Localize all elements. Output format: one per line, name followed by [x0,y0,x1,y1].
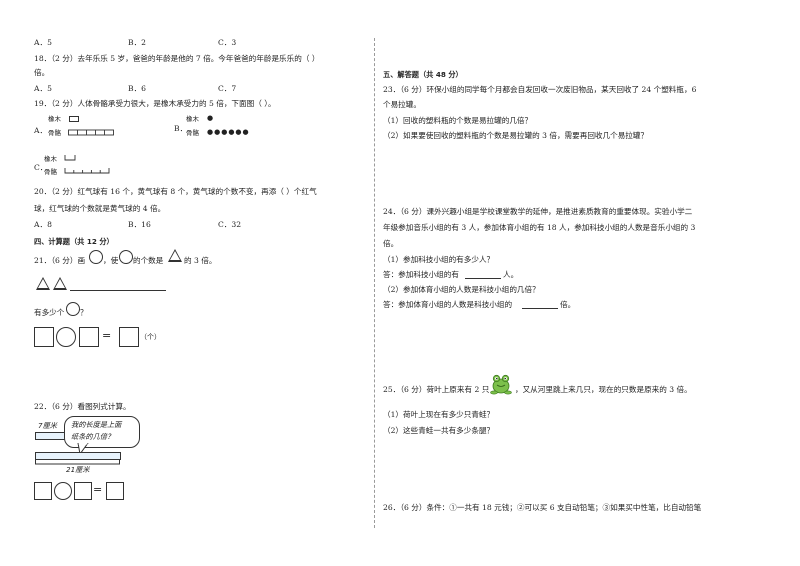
q19-b-bone-label: 骨骼 [186,129,199,137]
q20-line2: 球，红气球的个数就是黄气球的 4 倍。 [34,204,166,213]
q24-line3: 倍。 [383,239,399,248]
q18-option-a: A．5 [34,84,52,93]
q24-answer2-post: 倍。 [560,300,576,309]
q23-sub1: （1）回收的塑料瓶的个数是易拉罐的几倍？ [383,116,533,125]
q21-text-post: 的个数是 [133,256,164,265]
q19-c-bone-bracket [64,168,110,174]
q25-sub1: （1）荷叶上现在有多少只青蛙？ [383,410,495,419]
q26-line1: 26．（6 分）条件：①一共有 18 元钱；②可以买 6 支自动铅笔；③如果买中… [383,503,702,512]
q24-answer1-post: 人。 [503,270,519,279]
column-divider [374,38,375,528]
q20-line1: 20．（2 分）红气球有 16 个，黄气球有 8 个，黄气球的个数不变，再添（ … [34,187,317,196]
q19-c-oak-label: 橡木 [44,155,57,163]
q22-bubble-line2: 纸条的几倍？ [71,432,115,441]
q19-b-oak-dot: ● [207,114,214,122]
q20-option-c: C．32 [218,220,242,229]
q19-a-bone-boxes [68,129,114,136]
q21-result-box[interactable] [119,327,139,347]
q18-line1: 18．（2 分）去年乐乐 5 岁，爸爸的年龄是他的 7 倍。今年爸爸的年龄是乐乐… [34,54,320,63]
q19-a-oak-box [69,116,79,122]
q22-bubble-line1: 我的长度是上面 [71,420,122,429]
q23-sub2: （2）如果要使回收的塑料瓶的个数是易拉罐的 3 倍，需要再回收几个易拉罐？ [383,131,649,140]
q25-text-pre: 25．（6 分）荷叶上原来有 2 只 [383,385,490,394]
q19-option-b-label: B． [174,124,188,133]
q21-ask-circle-icon [66,302,80,316]
q21-triangle-icon [168,249,182,262]
q22-top-length: 7厘米 [38,421,57,430]
q17-option-a: A．5 [34,38,52,47]
q21-answer-box-2[interactable] [79,327,99,347]
q22-bubble-tail [77,443,89,455]
q21-text-pre: 21．（6 分）画 [34,256,86,265]
q21-text-mid: ，使 [103,256,119,265]
q24-answer2-blank[interactable] [522,308,558,309]
q22-result-box[interactable] [106,482,124,500]
q19-line1: 19．（2 分）人体骨骼承受力很大，是橡木承受力的 5 倍，下面图（ ）。 [34,99,276,108]
q21-unit: （个） [140,333,161,341]
q25-text-post: ，又从河里跳上来几只，现在的只数是原来的 3 倍。 [515,385,692,394]
q21-text-end: 的 3 倍。 [184,256,217,265]
q18-option-c: C．7 [218,84,237,93]
q24-answer1-pre: 答：参加科技小组的有 [383,270,459,279]
section-5-heading: 五、解答题（共 48 分） [383,70,463,79]
q21-given-triangle-1 [36,277,50,290]
q24-sub1: （1）参加科技小组的有多少人？ [383,255,495,264]
q22-speech-bubble [64,416,140,448]
q25-sub2: （2）这些青蛙一共有多少条腿？ [383,426,495,435]
q17-option-c: C．3 [218,38,237,47]
q22-bottom-length: 21厘米 [66,465,90,474]
q19-b-bone-dots: ●●●●●● [207,128,250,136]
q21-circle-icon [89,250,103,264]
q21-ask: 有多少个 [34,308,65,317]
q22-answer-box-1[interactable] [34,482,52,500]
q22-line1: 22．（6 分）看图列式计算。 [34,402,131,411]
q24-line1: 24．（6 分）课外兴趣小组是学校课堂教学的延伸，是推进素质教育的重要体现。实验… [383,207,693,216]
q17-option-b: B．2 [128,38,147,47]
q21-operator-circle[interactable] [56,327,76,347]
q19-c-oak-bracket [64,155,76,161]
q21-given-triangle-2 [53,277,67,290]
q21-circle-icon-2 [119,250,133,264]
q23-line2: 个易拉罐。 [383,100,421,109]
q24-line2: 年级参加音乐小组的有 3 人，参加体育小组的有 18 人，参加科技小组的人数是音… [383,223,696,232]
q20-option-b: B．16 [128,220,151,229]
q20-option-a: A．8 [34,220,52,229]
q24-answer2-pre: 答：参加体育小组的人数是科技小组的 [383,300,513,309]
q19-c-bone-label: 骨骼 [44,168,57,176]
q21-answer-box-1[interactable] [34,327,54,347]
frog-icon [490,374,512,395]
q19-b-oak-label: 橡木 [186,115,199,123]
q22-answer-box-2[interactable] [74,482,92,500]
q21-equals-sign: = [102,329,112,342]
q18-option-b: B．6 [128,84,147,93]
q19-option-a-label: A． [34,126,48,135]
q23-line1: 23．（6 分）环保小组的同学每个月都会自发回收一次废旧物品，某天回收了 24 … [383,85,697,94]
q19-a-oak-label: 橡木 [48,115,61,123]
q22-equals-sign: = [93,483,103,496]
q21-ask-end: ？ [80,308,88,317]
q24-sub2: （2）参加体育小组的人数是科技小组的几倍？ [383,285,540,294]
q22-operator-circle[interactable] [54,482,72,500]
q19-option-c-label: C． [34,163,48,172]
q22-length-bracket [35,459,120,465]
q21-draw-line[interactable] [70,290,166,291]
q22-short-strip [35,432,67,440]
q18-line2: 倍。 [34,68,50,77]
q24-answer1-blank[interactable] [465,278,501,279]
section-4-heading: 四、计算题（共 12 分） [34,237,114,246]
q22-long-strip [35,452,121,460]
q19-a-bone-label: 骨骼 [48,129,61,137]
